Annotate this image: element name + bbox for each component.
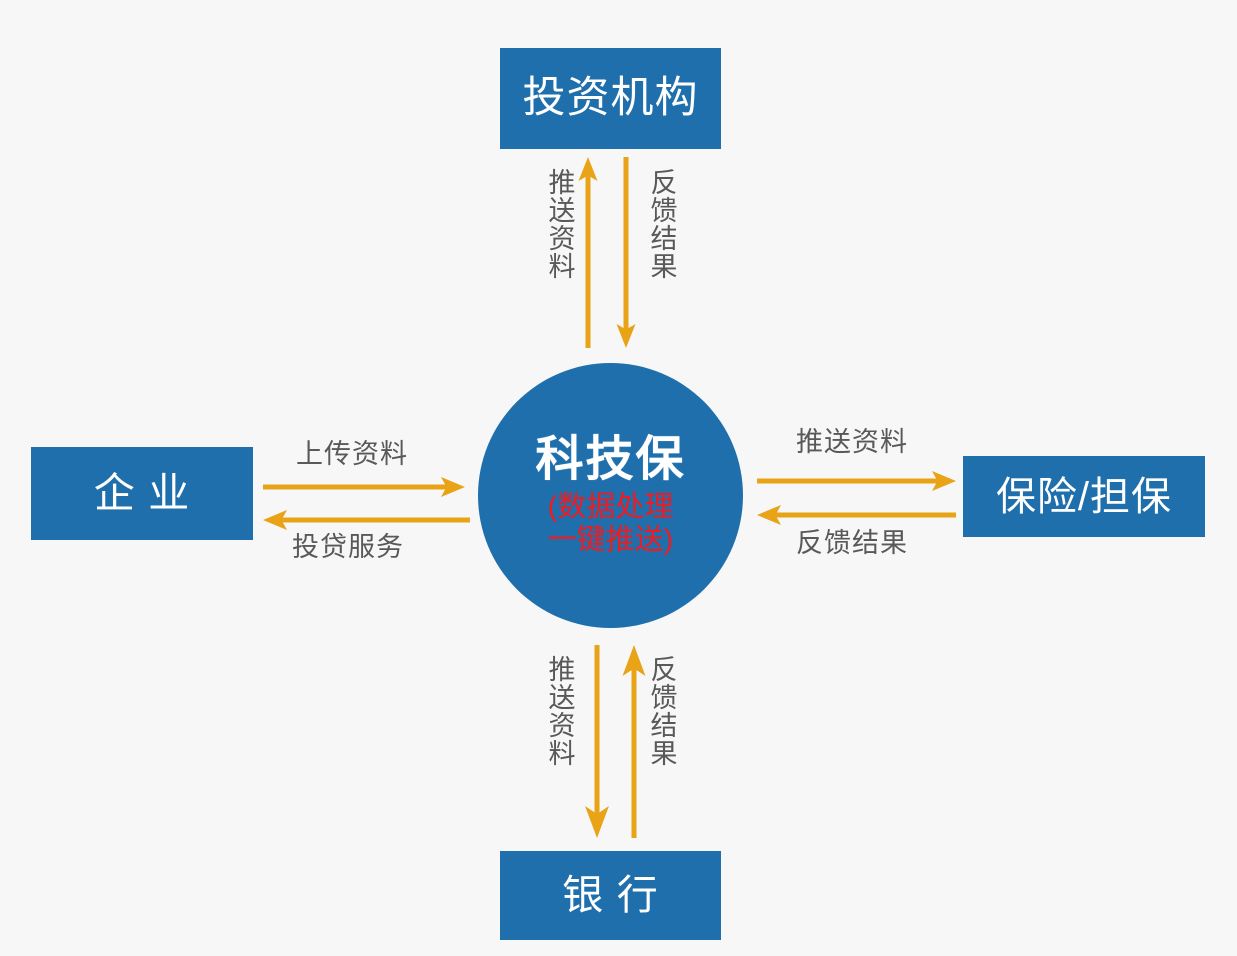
arrow-left-loan [263, 510, 470, 530]
node-bank-label: 银 行 [562, 872, 659, 918]
node-enterprise-label: 企 业 [93, 470, 191, 516]
flow-label-feedback-result-right: 反馈结果 [796, 528, 908, 558]
flow-label-push-materials-bottom: 推送资料 [544, 655, 575, 767]
arrow-right-push [757, 471, 956, 491]
node-bank[interactable]: 银 行 [500, 851, 721, 940]
node-insurance-guarantee-label: 保险/担保 [995, 474, 1173, 519]
node-center-platform[interactable]: 科技保 (数据处理 一键推送) [478, 363, 743, 628]
node-insurance-guarantee[interactable]: 保险/担保 [963, 456, 1205, 537]
center-platform-title: 科技保 [535, 432, 686, 486]
arrow-bottom-push [585, 645, 609, 838]
flow-label-push-materials-top: 推送资料 [544, 168, 575, 280]
flow-label-upload-materials: 上传资料 [296, 439, 408, 469]
node-enterprise[interactable]: 企 业 [31, 447, 253, 540]
arrow-right-feedback [757, 505, 956, 525]
arrow-left-upload [263, 477, 465, 497]
arrow-top-feedback [616, 157, 636, 348]
flow-label-push-materials-right: 推送资料 [796, 427, 908, 457]
flow-label-feedback-result-top: 反馈结果 [646, 168, 677, 280]
node-investment-institution-label: 投资机构 [522, 74, 699, 122]
arrow-top-push [578, 157, 598, 348]
center-platform-subtitle: (数据处理 一键推送) [547, 491, 674, 556]
flow-label-feedback-result-bottom: 反馈结果 [646, 655, 677, 767]
arrow-bottom-feedback [622, 645, 646, 838]
flow-label-loan-service: 投贷服务 [292, 532, 404, 562]
node-investment-institution[interactable]: 投资机构 [500, 48, 721, 149]
